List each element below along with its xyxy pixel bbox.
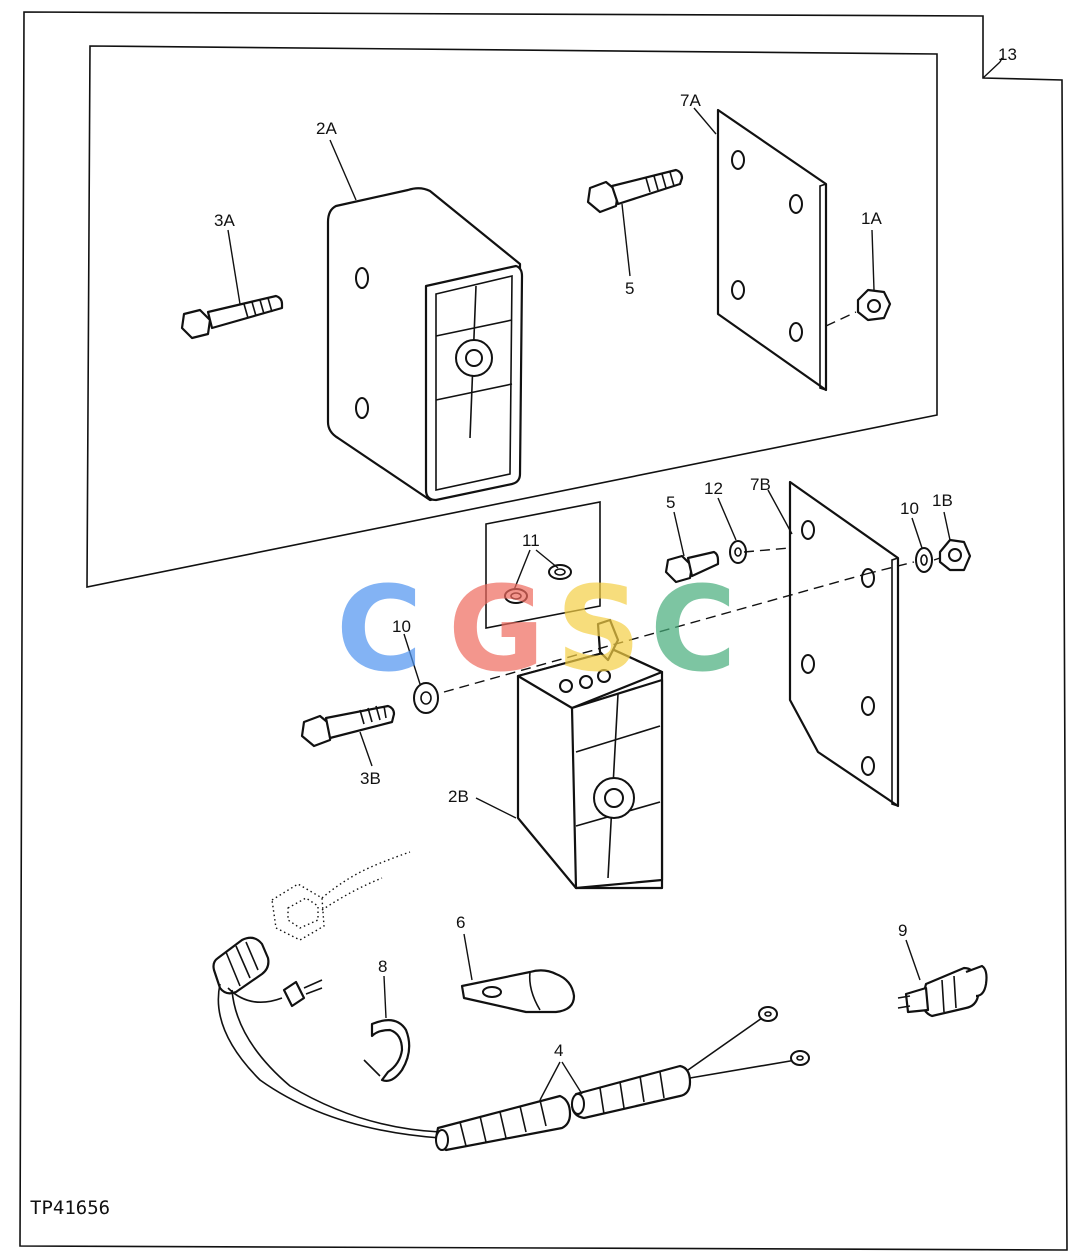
watermark-letter-1: C [336,560,423,698]
bolt-5-kit-a [586,168,684,214]
watermark-letter-2: G [448,560,545,698]
label-3a: 3A [214,211,235,230]
dotted-connector-outline [271,851,411,941]
label-5-kit-b: 5 [666,493,675,512]
label-10-right: 10 [900,499,919,518]
label-2b: 2B [448,787,469,806]
washer-11 [504,564,572,604]
leader-7b [767,489,793,535]
leader-3b [359,731,373,767]
label-9: 9 [898,921,907,940]
lock-nut-1b [938,538,972,572]
wiring-harness-4 [212,936,810,1152]
outer-frame [19,11,1068,1251]
clamp-6 [460,969,576,1014]
label-13: 13 [998,45,1017,64]
leader-2a [329,139,357,201]
bolt-5-kit-b [664,550,720,584]
inset-panel [86,45,938,588]
leader-3a [227,229,241,305]
leader-9 [905,939,921,981]
watermark-letter-3: S [556,560,641,698]
reflector-2a [326,187,524,502]
label-3b: 3B [360,769,381,788]
switch-9 [897,964,988,1018]
leader-7a [693,107,717,135]
lock-nut-1a [856,288,892,322]
label-5-kit-a: 5 [625,279,634,298]
label-2a: 2A [316,119,337,138]
label-1a: 1A [861,209,882,228]
leader-8 [383,975,387,1019]
mounting-plate-7b [788,480,900,808]
label-8: 8 [378,957,387,976]
leader-6 [463,933,473,981]
bolt-3b [300,704,396,748]
leader-1b [943,511,951,541]
leader-5b [673,511,685,557]
leader-10a [911,517,923,549]
kit-13-notch [982,61,1001,79]
label-11: 11 [522,531,540,550]
leader-11b [535,549,559,569]
leader-4b [561,1061,583,1095]
watermark-letter-4: C [650,560,737,698]
leader-10b [403,633,421,685]
leader-12 [717,497,737,541]
leader-13 [999,57,1003,63]
label-12: 12 [704,479,723,498]
label-1b: 1B [932,491,953,510]
label-7a: 7A [680,91,701,110]
cable-tie-8 [363,1019,411,1082]
assembly-line-kit-b [443,561,915,693]
decal-insert-panel [485,501,601,629]
washer-10-kit-b-left [413,682,439,714]
figure-code: TP41656 [30,1197,110,1219]
mounting-plate-7a [716,108,828,392]
label-6: 6 [456,913,465,932]
washer-10-kit-b-right [915,547,933,573]
leader-1a [871,229,875,291]
leader-4a [539,1061,561,1101]
label-7b: 7B [750,475,771,494]
label-10-left: 10 [392,617,411,636]
leader-2b [475,797,517,819]
label-4: 4 [554,1041,563,1060]
assembly-line-kit-b-top [743,547,941,561]
leader-11a [513,549,531,591]
reflector-2b [516,618,664,890]
leader-5a [621,203,631,277]
bolt-3a [180,294,284,340]
assembly-line-kit-a [825,311,857,327]
watermark-logo: C G S C [336,560,737,698]
